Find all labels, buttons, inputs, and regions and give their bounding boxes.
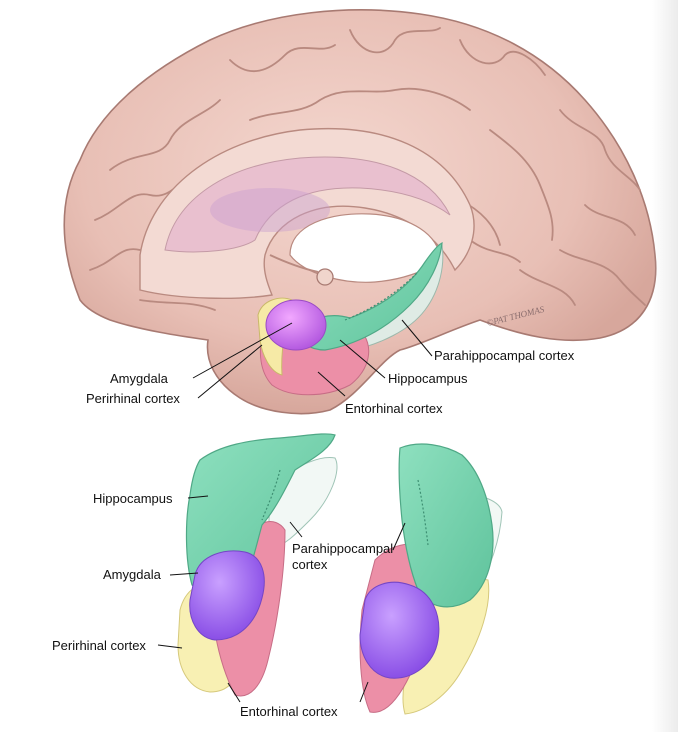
label-amygdala-bottom: Amygdala <box>103 567 161 582</box>
label-entorhinal-bottom: Entorhinal cortex <box>240 704 338 719</box>
bottom-leader-lines <box>157 495 406 703</box>
right-medial-temporal-structures <box>359 443 503 715</box>
label-amygdala-top: Amygdala <box>110 371 168 386</box>
label-perirhinal-top: Perirhinal cortex <box>86 391 180 406</box>
label-perirhinal-bottom: Perirhinal cortex <box>52 638 146 653</box>
amygdala-left <box>189 550 265 641</box>
amygdala-top <box>265 299 327 351</box>
label-parahippocampal-bottom-line2: cortex <box>292 557 328 572</box>
page-edge-shadow <box>652 0 678 732</box>
amygdala-right <box>359 581 440 679</box>
label-entorhinal-top: Entorhinal cortex <box>345 401 443 416</box>
label-hippocampus-bottom: Hippocampus <box>93 491 173 506</box>
label-hippocampus-top: Hippocampus <box>388 371 468 386</box>
label-parahippocampal-bottom-line1: Parahippocampal <box>292 541 394 556</box>
top-leader-lines <box>192 319 433 399</box>
label-parahippocampal-top: Parahippocampal cortex <box>434 348 575 363</box>
cerebral-hemisphere <box>63 9 657 415</box>
brain-medial-view <box>63 9 657 415</box>
left-medial-temporal-structures <box>177 433 338 697</box>
corpus-callosum <box>164 156 451 253</box>
hippocampus-right <box>398 443 494 608</box>
